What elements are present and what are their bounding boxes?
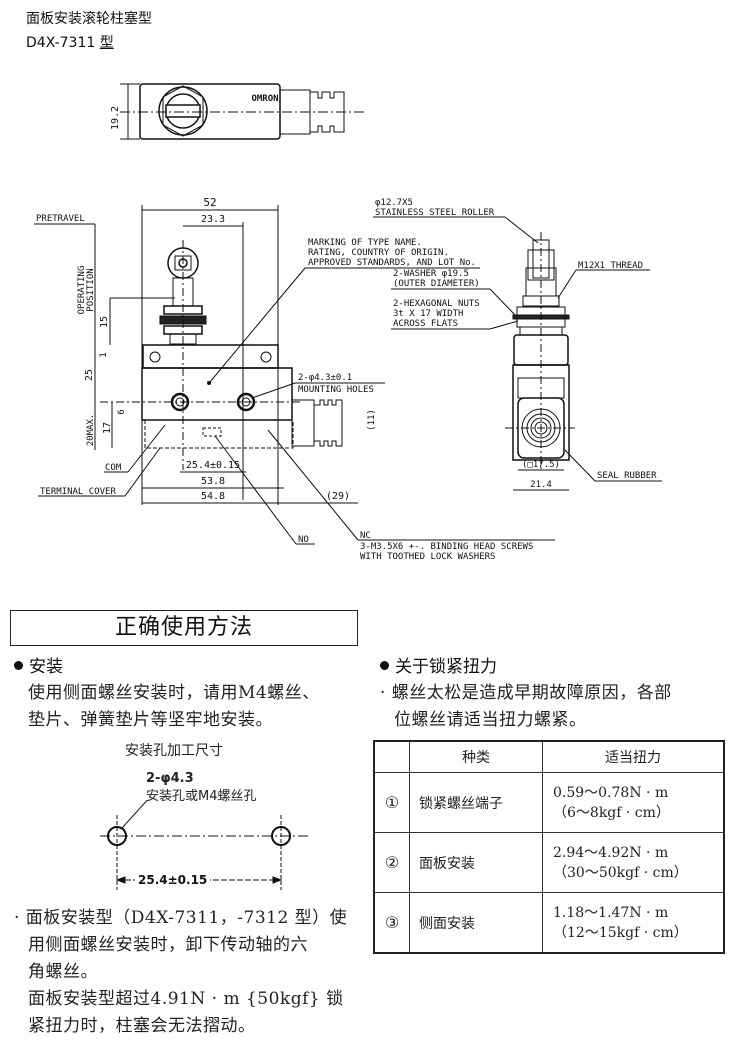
section-title: 正确使用方法 [10, 610, 358, 646]
row-value: 0.59～0.78N · m （6～8kgf · cm） [542, 772, 725, 833]
install-heading: 安装 [14, 652, 63, 677]
value-kgf: （30～50kgf · cm） [553, 864, 688, 881]
note1-line: 角螺丝。 [28, 962, 98, 982]
dim-11: (11) [367, 409, 377, 431]
value-kgf: （6～8kgf · cm） [553, 804, 670, 821]
value-nm: 1.18～1.47N · m [553, 904, 669, 921]
table-row: ② 面板安装 2.94～4.92N · m （30～50kgf · cm） [373, 832, 725, 893]
dim-20max: 20MAX. [86, 414, 96, 447]
roller-label-2: STAINLESS STEEL ROLLER [375, 208, 495, 218]
screws-label-1: 3-M3.5X6 +-. BINDING HEAD SCREWS [360, 542, 533, 552]
hole-title: 安装孔加工尺寸 [125, 743, 223, 759]
row-num: ③ [373, 892, 410, 954]
torque-line: · 螺丝太松是造成早期故障原因，各部 [380, 683, 672, 703]
dim-52: 52 [203, 196, 216, 209]
bullet-icon [14, 660, 23, 670]
dim-19-2: 19.2 [110, 106, 121, 130]
marking-label-3: APPROVED STANDARDS, AND LOT No. [308, 258, 476, 268]
operating-label-1: OPERATING [77, 266, 87, 315]
nuts-label-1: 2-HEXAGONAL NUTS [393, 299, 480, 309]
header-torque: 适当扭力 [542, 740, 725, 773]
torque-table: 种类 适当扭力 ① 锁紧螺丝端子 0.59～0.78N · m （6～8kgf ·… [373, 740, 725, 954]
pretravel-label: PRETRAVEL [36, 214, 85, 224]
dim-17-5: (□17.5) [522, 460, 560, 470]
dim-23-3: 23.3 [201, 214, 225, 225]
row-kind: 侧面安装 [409, 892, 543, 954]
note1-line: 用侧面螺丝安装时，卸下传动轴的六 [28, 935, 308, 955]
com-label: COM [105, 463, 122, 473]
row-num: ① [373, 772, 410, 833]
washer-label-1: 2-WASHER φ19.5 [393, 269, 469, 279]
brand-logo: OMRON [251, 94, 278, 104]
thread-label: M12X1 THREAD [578, 261, 643, 271]
roller-label-1: φ12.7X5 [375, 198, 413, 208]
nuts-label-2: 3t X 17 WIDTH [393, 309, 463, 319]
dim-53-8: 53.8 [201, 476, 225, 487]
marking-label-1: MARKING OF TYPE NAME. [308, 238, 422, 248]
dim-29: (29) [326, 491, 350, 502]
top-view: 19.2 OMRON [110, 83, 365, 140]
torque-heading-text: 关于锁紧扭力 [395, 657, 497, 677]
hole-label-2: 安装孔或M4螺丝孔 [146, 789, 257, 804]
install-heading-text: 安装 [29, 657, 63, 677]
model-name: D4X-7311 型 [26, 32, 114, 52]
mounting-holes-label-2: MOUNTING HOLES [298, 385, 374, 395]
dim-17: 17 [102, 422, 113, 434]
front-view: 52 23.3 PRETRAVEL OPERATING POSITION 15 … [34, 196, 555, 562]
hole-label-1: 2-φ4.3 [146, 771, 194, 786]
row-kind: 面板安装 [409, 832, 543, 893]
dim-21-4: 21.4 [530, 480, 552, 490]
dim-6: 6 [117, 409, 127, 414]
value-nm: 2.94～4.92N · m [553, 844, 669, 861]
dim-25: 25 [84, 369, 95, 381]
product-title: 面板安装滚轮柱塞型 [26, 11, 152, 27]
dim-1: 1 [99, 352, 109, 357]
model-prefix: D4X-7311 [26, 35, 100, 51]
value-kgf: （12～15kgf · cm） [553, 924, 688, 941]
model-suffix: 型 [99, 35, 114, 51]
dim-54-8: 54.8 [201, 491, 225, 502]
side-view: φ12.7X5 STAINLESS STEEL ROLLER M12X1 THR… [373, 198, 662, 491]
technical-drawing: 19.2 OMRON 52 23.3 PRETRAVEL OPERATING P… [34, 83, 662, 562]
install-line: 使用侧面螺丝安装时，请用M4螺丝、 [28, 683, 320, 703]
note2-line: 紧扭力时，柱塞会无法摺动。 [28, 1016, 256, 1036]
screws-label-2: WITH TOOTHED LOCK WASHERS [360, 552, 495, 562]
table-header-row: 种类 适当扭力 [373, 740, 725, 773]
header-num [373, 740, 410, 773]
washer-label-2: (OUTER DIAMETER) [393, 279, 480, 289]
row-kind: 锁紧螺丝端子 [409, 772, 543, 833]
torque-line: 位螺丝请适当扭力螺紧。 [394, 710, 587, 730]
note1-line: · 面板安装型（D4X-7311，-7312 型）使 [14, 908, 348, 928]
install-line: 垫片、弹簧垫片等坚牢地安装。 [28, 710, 273, 730]
value-nm: 0.59～0.78N · m [553, 784, 669, 801]
no-label: NO [298, 535, 309, 545]
header-kind: 种类 [409, 740, 543, 773]
table-row: ③ 侧面安装 1.18～1.47N · m （12～15kgf · cm） [373, 892, 725, 954]
bullet-icon [380, 660, 389, 670]
note2-line: 面板安装型超过4.91N · m {50kgf} 锁 [28, 989, 344, 1009]
table-row: ① 锁紧螺丝端子 0.59～0.78N · m （6～8kgf · cm） [373, 772, 725, 833]
operating-label-2: POSITION [86, 268, 96, 311]
marking-label-2: RATING, COUNTRY OF ORIGIN. [308, 248, 449, 258]
row-num: ② [373, 832, 410, 893]
torque-heading: 关于锁紧扭力 [380, 652, 497, 677]
dim-25-4: 25.4±0.15 [186, 460, 240, 471]
row-value: 2.94～4.92N · m （30～50kgf · cm） [542, 832, 725, 893]
terminal-cover-label: TERMINAL COVER [40, 487, 116, 497]
seal-rubber-label: SEAL RUBBER [597, 471, 657, 481]
mounting-holes-label-1: 2-φ4.3±0.1 [298, 373, 352, 383]
nuts-label-3: ACROSS FLATS [393, 319, 458, 329]
row-value: 1.18～1.47N · m （12～15kgf · cm） [542, 892, 725, 954]
hole-dim: 25.4±0.15 [135, 873, 211, 887]
nc-label: NC [360, 531, 371, 541]
dim-15: 15 [99, 316, 110, 328]
